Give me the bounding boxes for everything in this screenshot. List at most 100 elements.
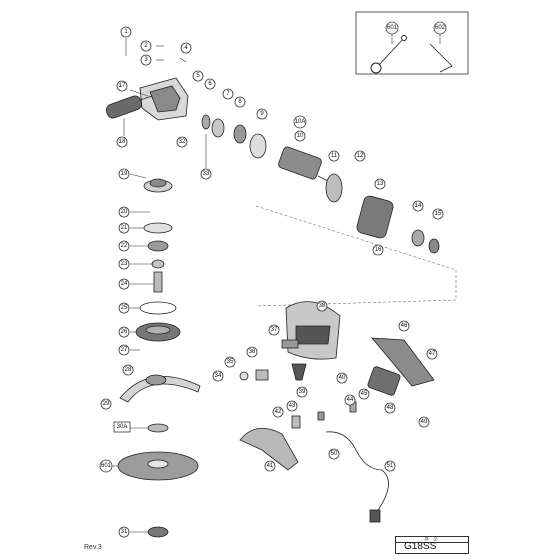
- spindle-gear-part: [143, 178, 173, 193]
- svg-text:50: 50: [331, 451, 338, 457]
- wheel-guard-part: [119, 374, 201, 403]
- callout-602: 602: [433, 21, 447, 35]
- svg-text:6: 6: [208, 81, 212, 87]
- stack-washers-part: [143, 222, 173, 293]
- stator-part: [356, 195, 440, 254]
- grinding-wheel-part: [117, 451, 199, 481]
- svg-text:41: 41: [267, 463, 274, 469]
- housing-part: [281, 301, 341, 360]
- svg-text:46: 46: [401, 323, 408, 329]
- svg-text:4: 4: [184, 45, 188, 51]
- side-handle-part: [105, 95, 153, 119]
- callout-28: 28: [122, 364, 134, 376]
- callout-47: 47: [426, 348, 438, 360]
- svg-text:30A: 30A: [117, 424, 128, 430]
- callout-11: 11: [328, 150, 340, 162]
- callout-38: 38: [316, 300, 328, 312]
- callout-45: 45: [358, 388, 370, 400]
- svg-text:15: 15: [435, 211, 442, 217]
- svg-text:51: 51: [387, 463, 394, 469]
- callout-37: 37: [268, 324, 280, 336]
- svg-text:29: 29: [103, 401, 110, 407]
- callout-21: 21: [118, 222, 130, 234]
- svg-text:36: 36: [249, 349, 256, 355]
- callout-40: 40: [336, 372, 348, 384]
- svg-text:3: 3: [144, 57, 148, 63]
- callout-20: 20: [118, 206, 130, 218]
- svg-text:45: 45: [361, 391, 368, 397]
- callout-32: 32: [176, 136, 188, 148]
- svg-text:47: 47: [429, 351, 436, 357]
- svg-text:12: 12: [357, 153, 364, 159]
- switch-part: [367, 366, 401, 396]
- callout-30a: 30A: [113, 421, 131, 433]
- callout-1: 1: [120, 26, 132, 38]
- packing-gland-part: [135, 301, 181, 342]
- callout-26: 26: [118, 326, 130, 338]
- callout-25: 25: [118, 302, 130, 314]
- svg-text:28: 28: [125, 367, 132, 373]
- svg-text:602: 602: [435, 25, 446, 31]
- callout-19: 19: [118, 168, 130, 180]
- callout-4: 4: [180, 42, 192, 54]
- svg-text:7: 7: [226, 91, 230, 97]
- callout-10a: 10A: [293, 115, 307, 129]
- model-number: G18SS: [404, 541, 437, 552]
- callout-5: 5: [192, 70, 204, 82]
- title-block-header: 部 品: [424, 536, 440, 541]
- gear-cover-part: [139, 77, 189, 121]
- svg-text:43: 43: [289, 403, 296, 409]
- cord-part: [325, 431, 389, 523]
- accessory-box: [355, 11, 469, 75]
- callout-601-wrench: 601: [385, 21, 399, 35]
- tail-cover-part: [371, 337, 435, 387]
- svg-text:17: 17: [119, 83, 126, 89]
- hex-key-part: [429, 43, 453, 73]
- svg-text:5: 5: [196, 73, 200, 79]
- callout-16: 16: [372, 244, 384, 256]
- callout-46: 46: [398, 320, 410, 332]
- fan-guide-part: [325, 173, 343, 203]
- callout-2: 2: [140, 40, 152, 52]
- callout-43: 43: [286, 400, 298, 412]
- svg-text:48: 48: [387, 405, 394, 411]
- svg-text:42: 42: [275, 409, 282, 415]
- callout-39: 39: [296, 386, 308, 398]
- callout-34: 34: [212, 370, 224, 382]
- leader-lines: [112, 34, 441, 533]
- svg-text:1: 1: [124, 29, 128, 35]
- callout-51: 51: [384, 460, 396, 472]
- svg-text:601: 601: [101, 463, 112, 469]
- callout-8: 8: [234, 96, 246, 108]
- wrench-part: [370, 35, 407, 74]
- callout-48: 48: [384, 402, 396, 414]
- svg-text:14: 14: [415, 203, 422, 209]
- callout-33: 33: [200, 168, 212, 180]
- svg-text:32: 32: [179, 139, 186, 145]
- svg-text:20: 20: [121, 209, 128, 215]
- callout-9: 9: [256, 108, 268, 120]
- title-block-divider: [396, 542, 468, 543]
- handle-cover-part: [239, 427, 299, 471]
- callout-7: 7: [222, 88, 234, 100]
- svg-text:9: 9: [260, 111, 264, 117]
- svg-text:25: 25: [121, 305, 128, 311]
- svg-text:10: 10: [297, 133, 304, 139]
- callout-44: 44: [344, 394, 356, 406]
- svg-text:8: 8: [238, 99, 242, 105]
- svg-text:16: 16: [375, 247, 382, 253]
- svg-text:39: 39: [299, 389, 306, 395]
- svg-text:22: 22: [121, 243, 128, 249]
- callout-49: 49: [418, 416, 430, 428]
- callout-601-wheel: 601: [99, 459, 113, 473]
- svg-text:49: 49: [421, 419, 428, 425]
- svg-text:21: 21: [121, 225, 128, 231]
- callout-41: 41: [264, 460, 276, 472]
- svg-text:34: 34: [215, 373, 222, 379]
- callout-27: 27: [118, 344, 130, 356]
- svg-text:13: 13: [377, 181, 384, 187]
- part-callouts: 1 2 3 4 5 6 7 8 9 10A 10 11 12 13 14 15 …: [99, 21, 447, 538]
- callout-18: 18: [116, 136, 128, 148]
- svg-text:33: 33: [203, 171, 210, 177]
